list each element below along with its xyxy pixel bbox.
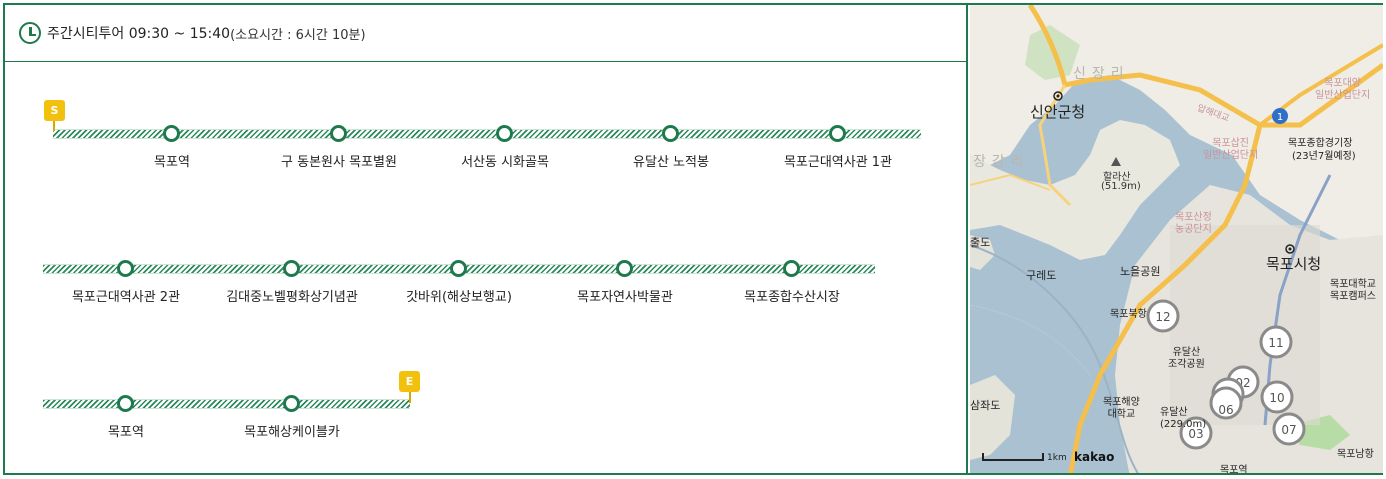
- map-label-mokpo-city: 목포시청: [1266, 255, 1322, 273]
- marker-label: 03: [1188, 427, 1203, 441]
- stop-label[interactable]: 김대중노벨평화상기념관: [226, 290, 358, 305]
- schedule-duration: (소요시간 : 6시간 10분): [230, 27, 366, 43]
- highway-road: [1027, 5, 1383, 128]
- stop-marker[interactable]: [662, 125, 679, 142]
- stop-marker[interactable]: [117, 260, 134, 277]
- route-badge-label: 1: [1277, 112, 1283, 123]
- map-label-yudal: 유달산 조각공원: [1168, 347, 1205, 370]
- mountain-icon: [1111, 157, 1121, 166]
- map-label-industrial: 목포대양 일반산업단지: [1315, 78, 1371, 101]
- stop-marker[interactable]: [496, 125, 513, 142]
- channel-line: [970, 244, 1139, 473]
- map-label-chuldo: 출도: [970, 236, 991, 249]
- map-label-stadium-note: (23년7월예정): [1292, 151, 1356, 162]
- route-track-row-1: [53, 129, 921, 139]
- map-label-mokpo-buk: 목포북항: [1110, 309, 1147, 320]
- stop-label[interactable]: 구 동본원사 목포별원: [281, 155, 397, 170]
- map-label-ocean-univ: 목포해양 대학교: [1103, 397, 1140, 420]
- local-road: [1038, 84, 1072, 207]
- map-marker[interactable]: 12: [1146, 299, 1180, 333]
- schedule-header: 주간시티투어 09:30 ~ 15:40 (소요시간 : 6시간 10분): [5, 5, 966, 62]
- tour-map[interactable]: 1 12 11 02 10: [970, 5, 1383, 473]
- stop-label[interactable]: 목포자연사박물관: [577, 290, 673, 305]
- map-label-halla-height: (51.9m): [1101, 181, 1141, 192]
- map-label-jang: 장감리: [973, 154, 1030, 170]
- marker-label: 10: [1269, 391, 1284, 405]
- marker-label: 11: [1268, 336, 1283, 350]
- map-canvas[interactable]: 1 12 11 02 10: [970, 5, 1383, 473]
- route-badge-icon: [1272, 108, 1288, 124]
- map-label-stadium: 목포종합경기장: [1288, 138, 1353, 149]
- map-marker[interactable]: 03: [1179, 416, 1213, 450]
- map-label-halla: 할라산: [1103, 172, 1131, 183]
- stop-label[interactable]: 서산동 시화골목: [461, 155, 549, 170]
- stop-marker[interactable]: [283, 395, 300, 412]
- stop-label[interactable]: 유달산 노적봉: [633, 155, 709, 170]
- map-marker[interactable]: 06: [1209, 377, 1245, 420]
- map-scale-label: 1km: [1047, 453, 1067, 463]
- schedule-title: 주간시티투어 09:30 ~ 15:40: [47, 26, 231, 42]
- stop-marker[interactable]: [117, 395, 134, 412]
- map-label-sanjeong: 목포산정 농공단지: [1175, 212, 1212, 235]
- map-label-mokpo-univ: 목포대학교 목포캠퍼스: [1330, 279, 1376, 302]
- stop-label[interactable]: 목포근대역사관 2관: [71, 290, 181, 305]
- map-marker[interactable]: 11: [1259, 325, 1293, 359]
- map-label-nodle: 노을공원: [1120, 265, 1161, 278]
- map-marker[interactable]: 10: [1260, 380, 1294, 414]
- land-peninsula: [970, 120, 1180, 260]
- land-chuldo: [970, 235, 995, 270]
- route-section: 주간시티투어 09:30 ~ 15:40 (소요시간 : 6시간 10분) S …: [5, 5, 968, 473]
- map-label-samhak: 목포삽진 일반산업단지: [1203, 138, 1259, 161]
- start-flag: S: [44, 100, 65, 121]
- map-label-yudal-height: 유달산 (229.0m): [1160, 407, 1207, 430]
- map-label-sinjang: 신장리: [1073, 66, 1130, 82]
- map-label-samjwado: 삼좌도: [970, 399, 1001, 412]
- marker-label: 12: [1155, 310, 1170, 324]
- land-island: [970, 375, 1015, 460]
- stop-label[interactable]: 갓바위(해상보행교): [406, 290, 512, 305]
- stop-label[interactable]: 목포역: [108, 425, 144, 440]
- marker-label: 07: [1281, 423, 1296, 437]
- poi-dot-icon: [1288, 247, 1292, 251]
- stop-label[interactable]: 목포근대역사관 1관: [783, 155, 893, 170]
- stop-marker[interactable]: [330, 125, 347, 142]
- stop-marker[interactable]: [450, 260, 467, 277]
- map-marker[interactable]: 07: [1272, 412, 1306, 446]
- stop-marker[interactable]: [283, 260, 300, 277]
- clock-icon: [19, 22, 41, 44]
- end-flag: E: [399, 371, 420, 392]
- channel-line: [970, 304, 1091, 376]
- stop-marker[interactable]: [616, 260, 633, 277]
- map-label-mokpo-station: 목포역: [1220, 465, 1248, 473]
- map-label-gure: 구레도: [1026, 269, 1057, 282]
- end-flag-pole: [409, 391, 411, 403]
- map-label-mokpo-south: 목포남항: [1337, 449, 1374, 460]
- kakao-logo[interactable]: kakao: [1074, 450, 1115, 464]
- stop-marker[interactable]: [163, 125, 180, 142]
- poi-dot-icon: [1053, 91, 1063, 101]
- route-track-row-3: [43, 399, 410, 409]
- stop-marker[interactable]: [829, 125, 846, 142]
- stop-label[interactable]: 목포역: [154, 155, 190, 170]
- marker-label: 06: [1218, 403, 1233, 417]
- stop-label[interactable]: 목포종합수산시장: [744, 290, 840, 305]
- stop-marker[interactable]: [783, 260, 800, 277]
- local-road: [970, 173, 1051, 191]
- start-flag-pole: [53, 119, 55, 131]
- poi-dot-icon: [1056, 94, 1060, 98]
- poi-dot-icon: [1285, 244, 1295, 254]
- map-label-sinan: 신안군청: [1030, 103, 1086, 121]
- stop-label[interactable]: 목포해상케이블카: [244, 425, 340, 440]
- tour-panel: 주간시티투어 09:30 ~ 15:40 (소요시간 : 6시간 10분) S …: [3, 3, 1383, 475]
- highway-road: [1068, 124, 1263, 473]
- map-scale-bar: [982, 453, 1044, 461]
